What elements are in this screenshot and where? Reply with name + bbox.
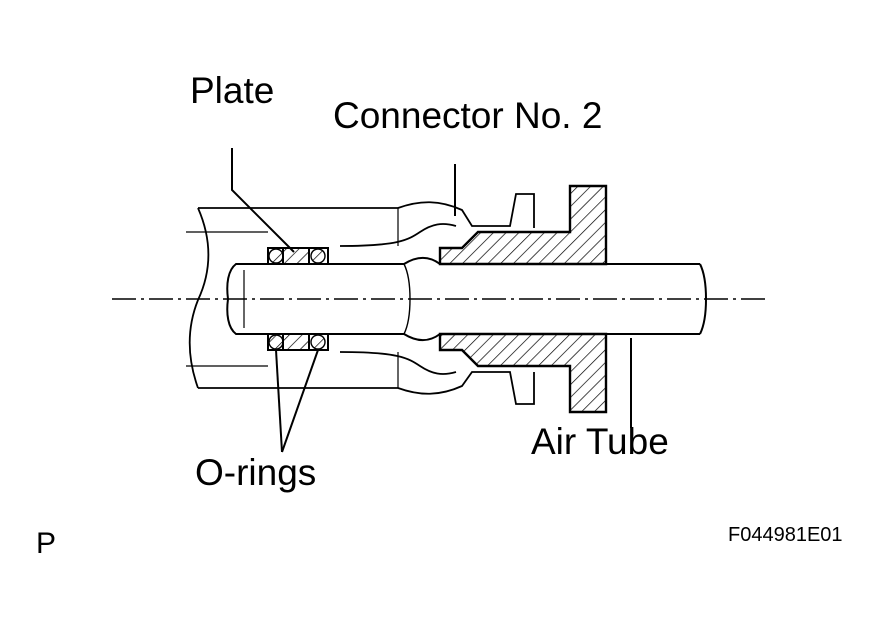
plate-leader [231, 148, 295, 253]
connector-label: Connector No. 2 [333, 95, 603, 136]
o-ring-leader-left [275, 349, 283, 453]
o-ring-plate-upper [267, 247, 329, 265]
o-ring-plate-lower [267, 333, 329, 351]
air-tube [226, 257, 707, 341]
air-tube-label: Air Tube [531, 421, 669, 462]
figure-id: F044981E01 [728, 524, 843, 546]
plate-label: Plate [190, 70, 275, 111]
o-rings-label: O-rings [195, 452, 317, 493]
housing [186, 193, 535, 405]
corner-mark: P [36, 527, 57, 560]
connector-upper-section [438, 184, 608, 266]
connector-lower-section [438, 332, 608, 414]
leader-lines [231, 148, 632, 453]
o-ring-leader-right [281, 349, 319, 453]
